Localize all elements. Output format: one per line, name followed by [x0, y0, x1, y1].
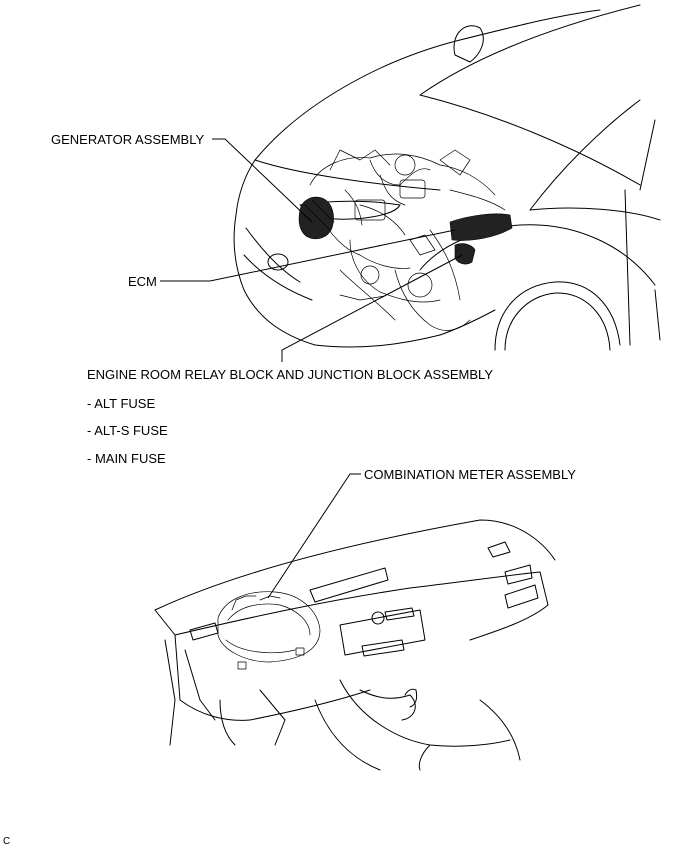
combination-meter-label: COMBINATION METER ASSEMBLY [364, 467, 576, 482]
combination-meter-part [217, 591, 321, 670]
dashboard-illustration [154, 519, 556, 771]
relay-block-label: ENGINE ROOM RELAY BLOCK AND JUNCTION BLO… [87, 367, 493, 382]
relay-block-part [454, 243, 476, 265]
fuse-item-main: - MAIN FUSE [87, 451, 166, 466]
fuse-item-alt: - ALT FUSE [87, 396, 156, 411]
leader-lines-top [160, 138, 463, 362]
ecm-label: ECM [128, 274, 157, 289]
generator-part [298, 196, 335, 240]
leader-line-meter [267, 473, 361, 599]
generator-assembly-label: GENERATOR ASSEMBLY [51, 132, 205, 147]
vehicle-front-illustration [233, 4, 661, 351]
figure-code: C [3, 836, 11, 847]
ecm-part [449, 213, 513, 241]
fuse-item-alt-s: - ALT-S FUSE [87, 423, 168, 438]
